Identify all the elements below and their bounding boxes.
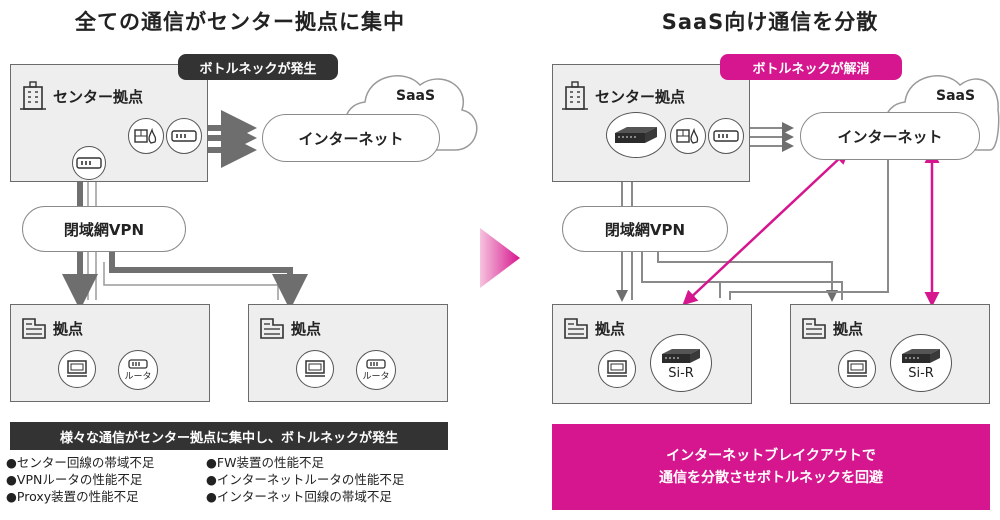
pc-circle-r1 [598,350,636,388]
branch-building-icon [802,318,826,339]
pc-icon [305,360,325,377]
notes-col-2: ●FW装置の性能不足 ●インターネットルータの性能不足 ●インターネット回線の帯… [206,454,404,505]
firewall-device-right [670,118,706,154]
building-icon [20,81,46,110]
router-icon [171,130,197,142]
notes-col-1: ●センター回線の帯域不足 ●VPNルータの性能不足 ●Proxy装置の性能不足 [6,454,154,505]
summary-bar: 様々な通信がセンター拠点に集中し、ボトルネックが発生 [10,422,448,450]
result-box: インターネットブレイクアウトで 通信を分散させボトルネックを回避 [552,424,990,510]
branch-box-left-2: 拠点 [248,304,448,402]
building-icon [562,81,588,110]
branch-box-right-2: 拠点 [790,304,990,404]
si-r-circle-r1: Si-R [650,334,712,392]
note-item: ●インターネットルータの性能不足 [206,472,405,487]
router-circle-l1: ルータ [118,350,158,390]
si-r-device-icon [902,348,940,363]
left-title: 全ての通信がセンター拠点に集中 [75,10,405,34]
firewall-device-left [128,118,164,154]
note-item: ●VPNルータの性能不足 [6,472,143,487]
router-device-right [708,118,744,154]
result-line-2: 通信を分散させボトルネックを回避 [659,470,883,486]
si-r-label: Si-R [908,365,934,381]
firewall-icon [134,127,157,144]
router-icon [128,358,148,369]
vpn-node-right: 閉域網VPN [562,206,728,252]
note-item: ●Proxy装置の性能不足 [6,489,139,504]
si-r-device-icon [615,127,657,143]
pc-icon [67,360,87,377]
note-item: ●インターネット回線の帯域不足 [206,489,392,504]
pc-circle-l2 [296,350,334,388]
branch-label: 拠点 [291,319,322,338]
pc-icon [847,360,867,377]
note-item: ●センター回線の帯域不足 [6,455,155,470]
branch-building-icon [260,318,284,339]
si-r-circle-r2: Si-R [890,334,952,392]
router-icon [366,358,386,369]
pc-circle-r2 [838,350,876,388]
branch-building-icon [564,318,588,339]
router-device-left [166,118,202,154]
center-site-box-left: センター拠点 [10,64,208,182]
pc-icon [607,360,627,377]
vpn-router-device-left [72,146,106,180]
vpn-node-left: 閉域網VPN [22,206,186,252]
router-circle-l2: ルータ [356,350,396,390]
triangle-arrow-icon [480,228,520,288]
firewall-icon [676,127,699,144]
center-site-label: センター拠点 [53,87,144,106]
si-r-device-icon [662,348,700,363]
branch-box-left-1: 拠点 [10,304,210,402]
right-title: SaaS向け通信を分散 [661,10,879,34]
si-r-label: Si-R [668,365,694,381]
router-icon [76,157,102,169]
si-r-device-center [606,112,666,158]
internet-node-right: インターネット [800,112,980,160]
router-label: ルータ [124,371,152,382]
bottleneck-callout: ボトルネックが発生 [178,54,338,80]
internet-node-left: インターネット [262,114,440,162]
router-label: ルータ [362,371,390,382]
resolved-callout: ボトルネックが解消 [720,54,902,80]
pc-circle-l1 [58,350,96,388]
breakout-arrows [682,148,940,307]
saas-label-right: SaaS [936,88,976,104]
branch-label: 拠点 [53,319,84,338]
note-item: ●FW装置の性能不足 [206,455,324,470]
branch-label: 拠点 [833,319,864,338]
saas-label-left: SaaS [396,88,436,104]
result-line-1: インターネットブレイクアウトで [666,448,876,464]
center-site-label: センター拠点 [595,87,686,106]
branch-label: 拠点 [595,319,626,338]
branch-building-icon [22,318,46,339]
router-icon [713,130,739,142]
